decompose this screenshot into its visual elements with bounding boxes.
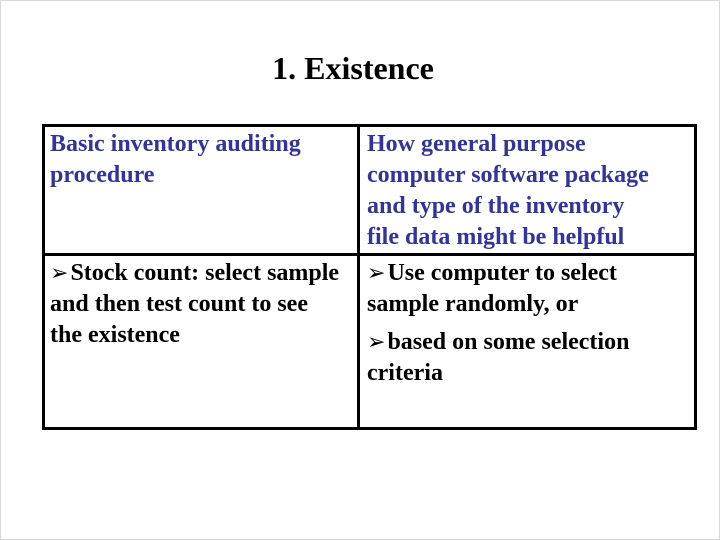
arrow-bullet-icon: ➢	[50, 261, 69, 286]
list-item-text: Stock count: select sample and then test…	[50, 260, 340, 348]
procedures-table: Basic inventory auditing procedure How g…	[42, 124, 697, 430]
body-cell-computer-selection: ➢Use computer to select sample randomly,…	[360, 256, 694, 427]
body-cell-stock-count: ➢Stock count: select sample and then tes…	[45, 256, 360, 427]
list-item-text: based on some selection criteria	[367, 329, 630, 386]
arrow-bullet-icon: ➢	[367, 330, 386, 355]
list-item-text: Use computer to select sample randomly, …	[367, 260, 617, 317]
list-item: ➢Stock count: select sample and then tes…	[50, 258, 355, 351]
slide-title: 1. Existence	[272, 50, 434, 86]
list-item: ➢based on some selection criteria	[367, 327, 692, 389]
header-cell-software-helpful: How general purpose computer software pa…	[360, 127, 694, 256]
header-cell-basic-procedure: Basic inventory auditing procedure	[45, 127, 360, 256]
arrow-bullet-icon: ➢	[367, 261, 386, 286]
list-item: ➢Use computer to select sample randomly,…	[367, 258, 692, 320]
